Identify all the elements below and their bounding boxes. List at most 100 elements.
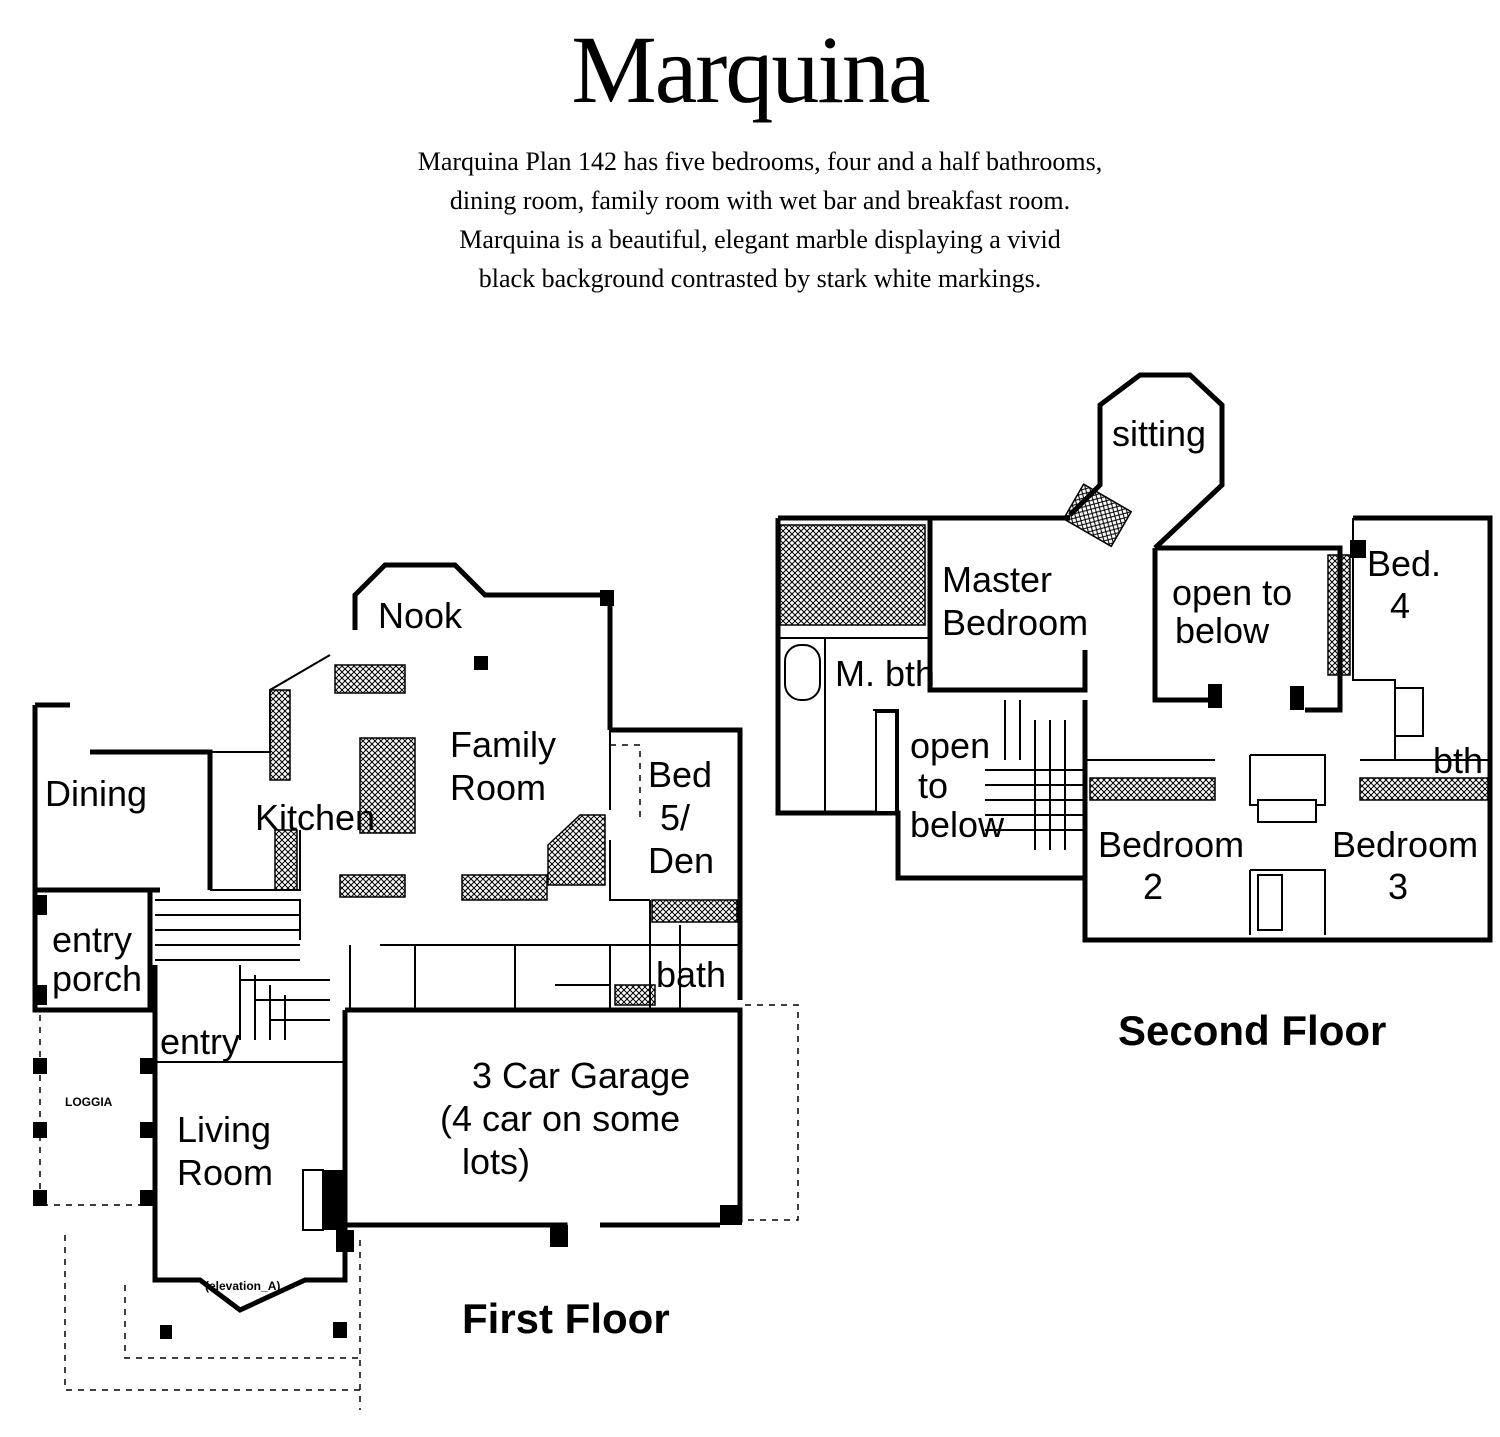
bath-tub (1394, 687, 1424, 737)
corner-fireplace (547, 814, 606, 886)
front-walk (64, 1235, 361, 1410)
family-bed5-wall (609, 730, 650, 901)
family-fireplace (359, 737, 416, 834)
label-open-a-line1: open to (1172, 572, 1292, 613)
label-bed4-line2: 4 (1390, 585, 1410, 626)
porch-column (33, 895, 47, 915)
loggia-column (33, 1122, 47, 1138)
bath-vanity (614, 984, 656, 1006)
wall-post (1208, 684, 1222, 708)
kitchen-counter (334, 664, 406, 694)
description-line-2: dining room, family room with wet bar an… (449, 186, 1071, 215)
master-suite-wall (775, 515, 1088, 881)
wall-post (600, 590, 614, 606)
master-bath-wall (778, 637, 930, 813)
family-east-wall (610, 727, 743, 1000)
bed5-door (610, 744, 641, 820)
label-dining: Dining (45, 773, 147, 814)
label-living-line2: Room (177, 1152, 273, 1193)
label-bedroom3-line2: 3 (1388, 866, 1408, 907)
nook-bay-wall (352, 562, 613, 730)
garage-extension (745, 1004, 799, 1221)
label-master-line1: Master (942, 559, 1052, 600)
label-bed5-line1: Bed (648, 754, 712, 795)
shared-tub (1257, 874, 1283, 931)
label-kitchen: Kitchen (255, 797, 375, 838)
label-nook: Nook (378, 595, 463, 636)
entry-porch-wall (32, 890, 153, 1013)
label-open-b-line2: to (918, 765, 948, 806)
garage-post (720, 1205, 742, 1225)
second-floor-caption: Second Floor (1118, 1007, 1386, 1054)
label-bedroom3-line1: Bedroom (1332, 824, 1478, 865)
bedroom3-closet (1359, 777, 1489, 801)
label-family-line2: Room (450, 767, 546, 808)
plan-title: Marquina (571, 16, 930, 123)
bedroom-divider (1085, 754, 1490, 935)
column (474, 656, 488, 670)
garage-post (550, 1225, 568, 1247)
label-open-b-line1: open (910, 725, 990, 766)
label-family-line1: Family (450, 724, 556, 765)
label-bed5-line2: 5/ (660, 797, 690, 838)
label-master-bath: M. bth (835, 653, 935, 694)
bed4-closet (1327, 554, 1351, 676)
label-loggia: LOGGIA (65, 1095, 113, 1109)
living-room-wall (152, 965, 348, 1313)
description-line-4: black background contrasted by stark whi… (478, 264, 1042, 293)
porch-column (33, 985, 47, 1005)
loggia-column (140, 1190, 154, 1206)
label-open-b-line3: below (910, 804, 1005, 845)
label-entry-porch-line1: entry (52, 919, 132, 960)
label-bedroom2-line2: 2 (1143, 866, 1163, 907)
sitting-fireplace (1062, 483, 1133, 548)
label-entry: entry (160, 1021, 240, 1062)
label-bed4-line1: Bed. (1367, 543, 1441, 584)
description-line-3: Marquina is a beautiful, elegant marble … (459, 225, 1061, 254)
label-bed5-line3: Den (648, 840, 714, 881)
label-bath: bath (656, 954, 726, 995)
label-bth: bth (1433, 740, 1483, 781)
second-floor-plan (775, 372, 1493, 943)
master-closet (779, 524, 926, 626)
label-sitting: sitting (1112, 413, 1206, 454)
bedroom2-closet (1089, 777, 1216, 801)
wall-post (1350, 540, 1366, 558)
label-garage-line1: 3 Car Garage (472, 1055, 690, 1096)
loggia-column (33, 1190, 47, 1206)
main-stairs (155, 899, 330, 1040)
front-column (160, 1325, 172, 1339)
fireplace-hearth (302, 1169, 324, 1231)
label-master-line2: Bedroom (942, 602, 1088, 643)
kitchen-cabinet (274, 829, 298, 891)
first-floor-caption: First Floor (462, 1295, 670, 1342)
loggia-outline (39, 1015, 145, 1206)
utility-rooms (349, 900, 740, 1010)
front-column (333, 1322, 347, 1338)
label-elevation: (elevation_A) (205, 1279, 280, 1293)
closet (651, 899, 738, 923)
plan-description: Marquina Plan 142 has five bedrooms, fou… (380, 142, 1140, 298)
loggia-column (33, 1058, 47, 1074)
wet-bar (461, 874, 548, 901)
loggia-column (140, 1122, 154, 1138)
master-tub (784, 644, 821, 701)
kitchen-cabinet (269, 689, 291, 781)
label-bedroom2-line1: Bedroom (1098, 824, 1244, 865)
upper-stairs (985, 700, 1085, 850)
loggia-column (140, 1058, 154, 1074)
label-entry-porch-line2: porch (52, 958, 142, 999)
master-vanity (875, 711, 897, 813)
label-open-a-line2: below (1175, 610, 1270, 651)
label-living-line1: Living (177, 1109, 271, 1150)
shared-vanity (1257, 799, 1317, 823)
label-garage-line3: lots) (462, 1141, 530, 1182)
first-floor-plan (32, 562, 799, 1410)
bed4-wall (1082, 515, 1493, 943)
garage-post (336, 1230, 354, 1252)
sitting-room-wall (1097, 372, 1225, 550)
kitchen-island (339, 874, 406, 898)
description-line-1: Marquina Plan 142 has five bedrooms, fou… (417, 147, 1103, 176)
